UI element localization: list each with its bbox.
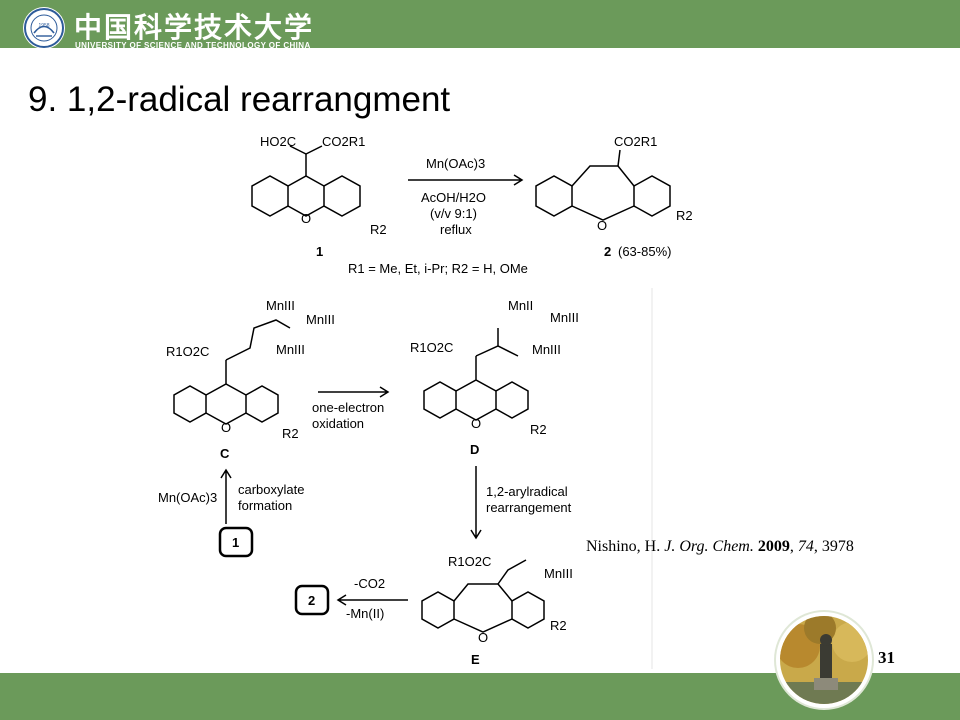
university-name-en: UNIVERSITY OF SCIENCE AND TECHNOLOGY OF … (75, 41, 311, 50)
rearrangement-line-2: rearrangement (486, 500, 572, 515)
c-mn-1: MnIII (266, 298, 295, 313)
sm-label: 1 (316, 244, 323, 259)
product-group: CO2R1 (614, 134, 657, 149)
citation-pages: 3978 (821, 538, 854, 555)
c-ester: R1O2C (166, 344, 209, 359)
statue-photo-frame (776, 612, 872, 708)
product-label: 2 (604, 244, 611, 259)
sm-group-left: HO2C (260, 134, 296, 149)
e-ester: R1O2C (448, 554, 491, 569)
intermediate-e (421, 559, 545, 633)
substituents: R1 = Me, Et, i-Pr; R2 = H, OMe (348, 261, 528, 276)
citation-author: Nishino, H. (586, 538, 661, 555)
university-logo-icon: 1958 (23, 7, 65, 49)
d-mn-ii: MnII (508, 298, 533, 313)
product-r2: R2 (676, 208, 693, 223)
d-r2: R2 (530, 422, 547, 437)
oxidation-line-2: oxidation (312, 416, 364, 431)
product-oxygen: O (597, 218, 607, 233)
product-yield: (63-85%) (618, 244, 671, 259)
intermediate-d (423, 328, 529, 421)
c-r2: R2 (282, 426, 299, 441)
c-oxygen: O (221, 420, 231, 435)
sm-r2: R2 (370, 222, 387, 237)
sm-oxygen: O (301, 211, 311, 226)
ratio: (v/v 9:1) (430, 206, 477, 221)
arrow-e-to-2 (336, 594, 408, 606)
end-box (294, 584, 330, 616)
reagent: Mn(OAc)3 (426, 156, 485, 171)
d-ester: R1O2C (410, 340, 453, 355)
d-mn-iii-1: MnIII (550, 310, 579, 325)
citation: Nishino, H. J. Org. Chem. 2009, 74, 3978 (586, 538, 854, 555)
e-label: E (471, 652, 480, 667)
start-box (218, 526, 254, 558)
citation-journal: J. Org. Chem. (664, 538, 754, 555)
reaction-arrow (408, 174, 524, 186)
d-oxygen: O (471, 416, 481, 431)
logo-year: 1958 (38, 23, 49, 29)
page-number: 31 (878, 648, 895, 667)
start-box-label: 1 (232, 535, 239, 550)
header-divider (0, 48, 960, 52)
carboxylate-line-2: formation (238, 498, 292, 513)
arrow-1-to-c (220, 468, 232, 524)
e-mn: MnIII (544, 566, 573, 581)
slide-title: 9. 1,2-radical rearrangment (28, 80, 451, 119)
condition: reflux (440, 222, 472, 237)
end-box-label: 2 (308, 593, 315, 608)
solvent: AcOH/H2O (421, 190, 486, 205)
arrow-c-to-d (318, 386, 390, 398)
university-name-cn: 中国科学技术大学 (74, 11, 315, 44)
product (535, 149, 671, 221)
statue-photo-icon (780, 616, 868, 704)
carboxylate-line-1: carboxylate (238, 482, 304, 497)
e-oxygen: O (478, 630, 488, 645)
citation-year: 2009 (757, 538, 790, 555)
sm-group-right: CO2R1 (322, 134, 365, 149)
mechanism-scheme: R1O2C MnIII MnIII MnIII O R2 C one-elect… (158, 288, 654, 674)
arrow-d-to-e (470, 466, 482, 540)
c-mn-2: MnIII (306, 312, 335, 327)
oxidation-line-1: one-electron (312, 400, 384, 415)
footer-divider (0, 669, 960, 673)
intermediate-c (173, 319, 291, 425)
header-bar (0, 0, 960, 48)
d-mn-iii-2: MnIII (532, 342, 561, 357)
d-label: D (470, 442, 479, 457)
starting-material (251, 145, 361, 217)
e-r2: R2 (550, 618, 567, 633)
loss-mn: -Mn(II) (346, 606, 384, 621)
reaction-scheme: HO2C CO2R1 O R2 1 Mn(OAc)3 AcOH/H2O (v/v… (251, 134, 693, 276)
c-mn-3: MnIII (276, 342, 305, 357)
mech-reagent: Mn(OAc)3 (158, 490, 217, 505)
rearrangement-line-1: 1,2-arylradical (486, 484, 568, 499)
loss-co2: -CO2 (354, 576, 385, 591)
citation-volume: 74 (797, 538, 814, 555)
c-label: C (220, 446, 230, 461)
